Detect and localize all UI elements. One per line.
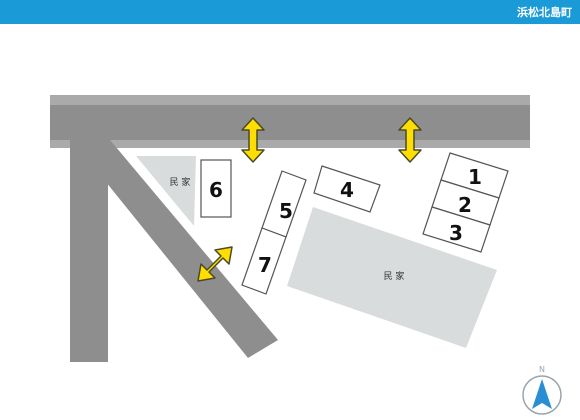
roads — [50, 95, 530, 362]
entrance-arrow-diagonal-icon — [197, 246, 233, 282]
entrance-arrow-right-icon — [398, 117, 422, 163]
main-road-edge-bottom — [50, 140, 530, 148]
space-number-7: 7 — [258, 253, 272, 277]
space-number-5: 5 — [279, 199, 293, 223]
house-small — [136, 156, 196, 226]
space-number-4: 4 — [340, 178, 354, 202]
parking-spaces — [200, 152, 509, 295]
space-3 — [422, 206, 491, 253]
space-number-3: 3 — [449, 221, 463, 245]
side-road-diagonal — [72, 140, 278, 358]
side-road-vertical — [70, 140, 108, 362]
space-6 — [200, 159, 232, 218]
house-large-label: 民 家 — [384, 270, 405, 282]
space-number-6: 6 — [209, 178, 223, 202]
main-road-edge-top — [50, 95, 530, 105]
space-7 — [241, 227, 287, 295]
space-number-2: 2 — [458, 193, 472, 217]
compass: N — [522, 365, 562, 415]
entrance-arrow-left-icon — [241, 117, 265, 163]
area-name: 浜松北島町 — [517, 6, 572, 19]
house-small-label: 民 家 — [170, 176, 191, 188]
header-bar: 浜松北島町 — [0, 0, 580, 24]
space-4 — [313, 165, 381, 213]
north-arrow-icon — [532, 379, 552, 409]
compass-north-label: N — [539, 365, 545, 374]
entrance-arrows — [197, 117, 422, 282]
space-number-1: 1 — [468, 165, 482, 189]
house-large — [287, 207, 497, 348]
